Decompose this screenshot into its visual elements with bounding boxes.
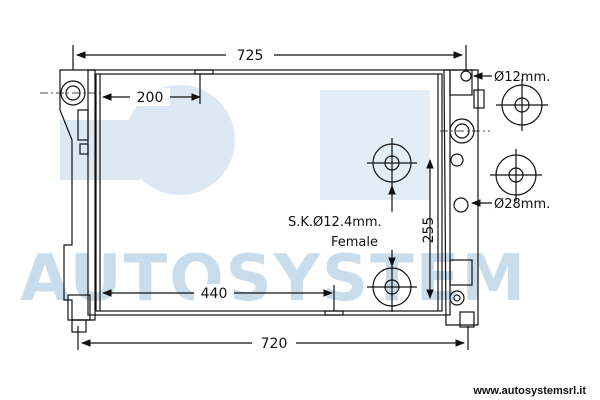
- right-tank: [443, 69, 485, 328]
- watermark-text: AUTOSYSTEM: [20, 242, 527, 316]
- lower-offset-label: 440: [201, 286, 228, 302]
- watermark: AUTOSYSTEM: [20, 85, 527, 316]
- centerlines: [40, 92, 490, 132]
- website-link[interactable]: www.autosystemsrl.it: [472, 385, 586, 397]
- sensor-label-line1: S.K.Ø12.4mm.: [288, 215, 382, 230]
- sensor-label-line2: Female: [331, 235, 378, 250]
- upper-offset-label: 200: [137, 90, 164, 106]
- sensor-port-lower: [367, 262, 417, 312]
- height-label: 255: [421, 217, 437, 244]
- bottom-width-label: 720: [261, 336, 288, 352]
- detail-view-lower: [490, 149, 542, 201]
- left-tank: [59, 69, 96, 333]
- detail-view-upper: [496, 79, 548, 131]
- sensor-port-upper: [367, 138, 417, 188]
- radiator-core: [87, 69, 451, 316]
- pipe-large-label: Ø28mm.: [494, 197, 550, 212]
- pipe-small-label: Ø12mm.: [494, 70, 550, 85]
- top-width-label: 725: [237, 48, 264, 64]
